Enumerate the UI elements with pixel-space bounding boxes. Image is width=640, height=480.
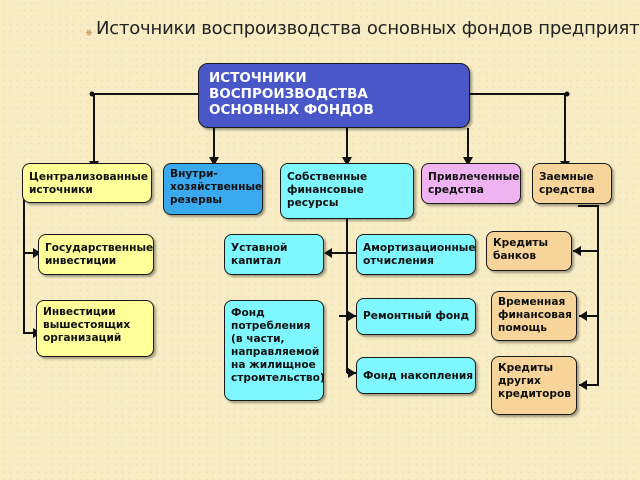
attracted-funds-box: Привлеченные средства: [421, 163, 521, 204]
amortization-box: Амортизационные отчисления: [356, 234, 476, 275]
slide-title: Источники воспроизводства основных фондо…: [96, 18, 640, 39]
repair-fund-box: Ремонтный фонд: [356, 298, 476, 335]
internal-reserves-box: Внутри- хозяйственные резервы: [163, 163, 263, 215]
bullet-icon: ⁕: [84, 26, 95, 40]
borrowed-funds-box: Заемные средства: [532, 163, 612, 204]
other-creditors-box: Кредиты других кредиторов: [491, 356, 577, 415]
centralized-sources-box: Централизованные источники: [22, 163, 152, 203]
higher-org-investments-box: Инвестиции вышестоящих организаций: [36, 300, 154, 357]
main-sources-box: ИСТОЧНИКИ ВОСПРОИЗВОДСТВА ОСНОВНЫХ ФОНДО…: [198, 63, 470, 128]
accumulation-fund-box: Фонд накопления: [356, 357, 476, 394]
consumption-fund-box: Фонд потребления (в части, направляемой …: [224, 300, 325, 401]
own-resources-box: Собственные финансовые ресурсы: [280, 163, 414, 219]
state-investments-box: Государственные инвестиции: [38, 234, 154, 275]
temporary-aid-box: Временная финансовая помощь: [491, 291, 577, 341]
charter-capital-box: Уставной капитал: [224, 234, 324, 275]
bank-loans-box: Кредиты банков: [486, 231, 572, 271]
slide-header: ⁕ Источники воспроизводства основных фон…: [84, 18, 640, 40]
